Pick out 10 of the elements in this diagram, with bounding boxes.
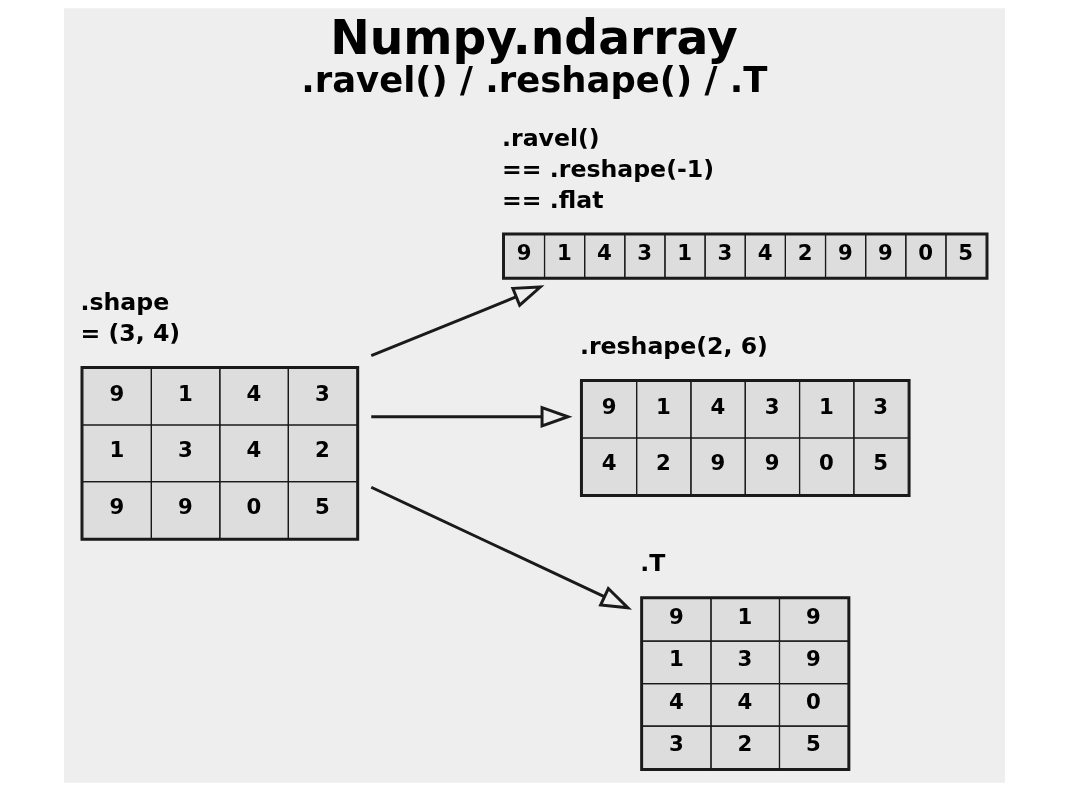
arrow	[370, 285, 545, 358]
arrow	[371, 405, 573, 428]
node-label: .shape	[80, 288, 170, 317]
node-label: .ravel()	[502, 124, 600, 153]
node-label: == .flat	[502, 185, 604, 214]
node-label: = (3, 4)	[80, 319, 181, 348]
node-label: .reshape(2, 6)	[579, 332, 768, 361]
arrow	[370, 485, 633, 610]
node-label: .T	[640, 549, 666, 578]
node-label: == .reshape(-1)	[502, 155, 714, 184]
